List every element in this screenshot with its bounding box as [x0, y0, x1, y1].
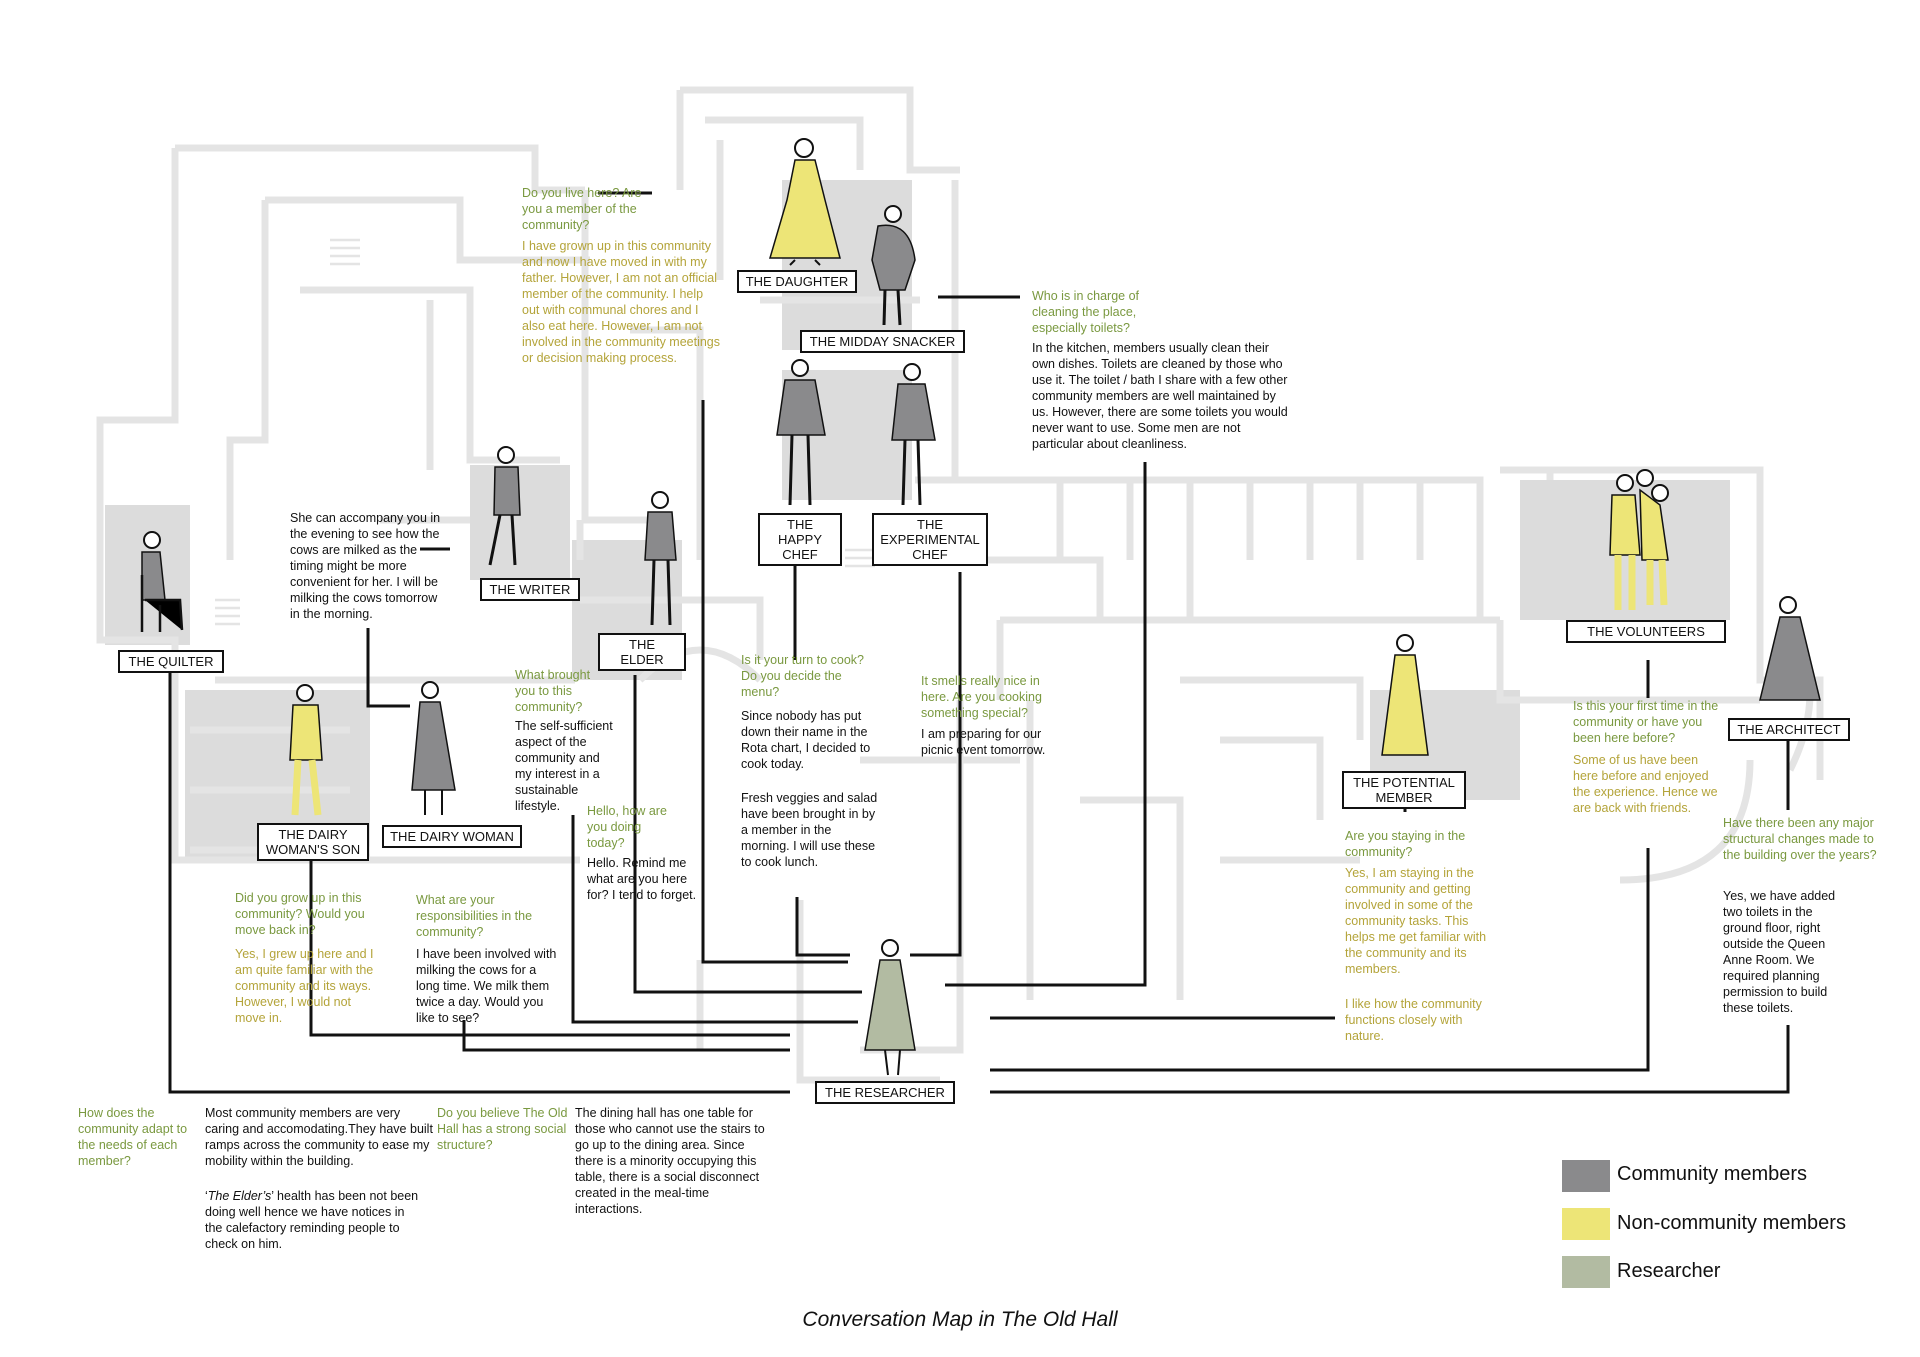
- tag-dairy-son: THE DAIRY WOMAN'S SON: [257, 823, 369, 861]
- tag-midday-snacker: THE MIDDAY SNACKER: [800, 330, 965, 353]
- elder-answer: Hello. Remind me what are you here for? …: [587, 856, 697, 902]
- experimental-chef-answer: I am preparing for our picnic event tomo…: [921, 727, 1046, 757]
- figure-dairy-woman: [411, 681, 456, 815]
- tag-experimental-chef: THE EXPERIMENTAL CHEF: [872, 513, 988, 566]
- line-architect-researcher: [990, 1025, 1790, 1094]
- figure-researcher: [864, 939, 916, 1076]
- legend-label-researcher: Researcher: [1617, 1260, 1721, 1282]
- legend-swatch-community: [1562, 1160, 1610, 1192]
- tag-happy-chef: THE HAPPY CHEF: [758, 513, 842, 566]
- line-writer-researcher: [571, 815, 858, 1024]
- quilter-note: She can accompany you in the evening to …: [290, 511, 441, 621]
- daughter-answer: I have grown up in this community and no…: [522, 239, 721, 365]
- tag-daughter: THE DAUGHTER: [737, 270, 857, 293]
- quilter-answer-2-name: The Elder’s: [207, 1189, 272, 1203]
- line-son: [309, 857, 790, 1037]
- potential-member-answer-2: I like how the community functions close…: [1345, 997, 1482, 1043]
- quilter-question: How does the community adapt to the need…: [78, 1106, 188, 1168]
- legend-label-non-community: Non-community members: [1617, 1212, 1846, 1234]
- tag-architect: THE ARCHITECT: [1728, 718, 1850, 741]
- figure-quilter: [140, 531, 184, 632]
- tag-volunteers: THE VOLUNTEERS: [1566, 620, 1726, 643]
- line-volunteers-researcher: [990, 848, 1650, 1072]
- snacker-answer: In the kitchen, members usually clean th…: [1032, 341, 1288, 451]
- figure-volunteers: [1609, 469, 1669, 610]
- writer-answer: The self-sufficient aspect of the commun…: [515, 719, 613, 813]
- quilter-answer-2-open: ‘: [205, 1189, 208, 1203]
- architect-question: Have there been any major structural cha…: [1723, 816, 1877, 862]
- figure-potential-member: [1381, 634, 1429, 756]
- figure-daughter: [768, 138, 841, 266]
- tag-writer: THE WRITER: [480, 578, 580, 601]
- experimental-chef-question: It smells really nice in here. Are you c…: [921, 674, 1042, 720]
- writer-question: What brought you to this community?: [515, 668, 591, 714]
- diagram-caption: Conversation Map in The Old Hall: [802, 1308, 1118, 1331]
- line-writer-down: [366, 628, 410, 708]
- figure-midday-snacker: [871, 205, 916, 326]
- figure-writer: [488, 446, 521, 566]
- dairy-woman-question: What are your responsibilities in the co…: [416, 893, 533, 939]
- potential-member-answer-1: Yes, I am staying in the community and g…: [1345, 866, 1487, 976]
- line-snacker-researcher: [945, 462, 1147, 987]
- tag-elder: THE ELDER: [598, 633, 686, 671]
- tag-quilter: THE QUILTER: [118, 650, 224, 673]
- tag-potential-member: THE POTENTIAL MEMBER: [1342, 771, 1466, 809]
- quilter-answer-2-rest: ’ health has been not been doing well he…: [205, 1189, 419, 1251]
- line-daughter-to-researcher: [701, 400, 848, 964]
- line-elder: [633, 675, 862, 994]
- volunteers-answer: Some of us have been here before and enj…: [1573, 753, 1718, 815]
- connection-lines: [168, 191, 1790, 1094]
- line-exp: [910, 572, 962, 957]
- potential-member-question: Are you staying in the community?: [1345, 829, 1466, 859]
- figure-experimental-chef: [891, 363, 936, 506]
- legend-swatch-researcher: [1562, 1256, 1610, 1288]
- floor-plan-walls: [96, 86, 1824, 1104]
- social-structure-answer: The dining hall has one table for those …: [575, 1106, 765, 1216]
- line-dairy: [462, 1020, 790, 1052]
- figure-dairy-son: [289, 684, 323, 816]
- figure-architect: [1759, 596, 1821, 701]
- tag-researcher: THE RESEARCHER: [815, 1081, 955, 1104]
- stair-hatching: [215, 238, 875, 626]
- volunteers-question: Is this your first time in the community…: [1573, 699, 1719, 745]
- daughter-question: Do you live here? Are you a member of th…: [522, 186, 642, 232]
- quilter-answer-1: Most community members are very caring a…: [205, 1106, 433, 1168]
- legend-label-community: Community members: [1617, 1163, 1808, 1185]
- dairy-son-answer: Yes, I grew up here and I am quite famil…: [235, 947, 374, 1025]
- line-quilter: [168, 663, 790, 1094]
- legend-swatch-non-community: [1562, 1208, 1610, 1240]
- dairy-son-question: Did you grow up in this community? Would…: [235, 891, 365, 937]
- dairy-woman-answer: I have been involved with milking the co…: [416, 947, 557, 1025]
- line-happy-researcher: [795, 897, 850, 957]
- architect-answer: Yes, we have added two toilets in the gr…: [1723, 889, 1836, 1015]
- figure-elder: [644, 491, 677, 626]
- happy-chef-question: Is it your turn to cook? Do you decide t…: [741, 653, 864, 699]
- quilter-answer-2: ‘The Elder’s’ health has been not been d…: [205, 1188, 425, 1252]
- tag-dairy-woman: THE DAIRY WOMAN: [382, 825, 522, 848]
- happy-chef-answer-1: Since nobody has put down their name in …: [741, 709, 871, 771]
- elder-question: Hello, how are you doing today?: [587, 804, 667, 850]
- social-structure-question: Do you believe The Old Hall has a strong…: [437, 1106, 568, 1152]
- figure-happy-chef: [776, 359, 826, 506]
- snacker-question: Who is in charge of cleaning the place, …: [1032, 289, 1139, 335]
- happy-chef-answer-2: Fresh veggies and salad have been brough…: [741, 791, 878, 869]
